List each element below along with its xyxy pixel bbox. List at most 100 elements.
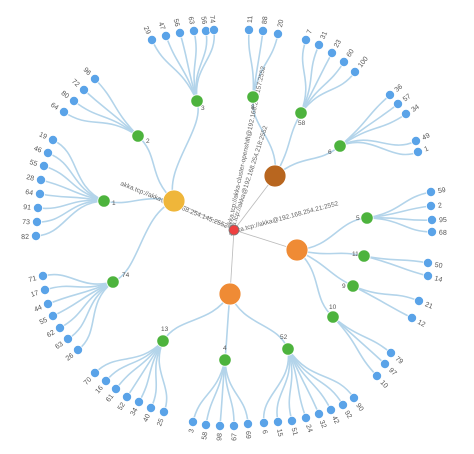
leaf-node[interactable] xyxy=(146,35,157,46)
leaf-node[interactable] xyxy=(326,48,337,59)
leaf-node[interactable] xyxy=(48,310,59,321)
leaf-node[interactable] xyxy=(160,30,171,41)
leaf-node[interactable] xyxy=(188,25,199,36)
leaf-node[interactable] xyxy=(111,383,122,394)
leaf-node[interactable] xyxy=(228,420,239,431)
leaf-node[interactable] xyxy=(73,344,84,355)
leaf-node[interactable] xyxy=(325,404,336,415)
leaf-node[interactable] xyxy=(242,418,253,429)
cluster-host-node[interactable] xyxy=(285,238,309,262)
leaf-node[interactable] xyxy=(313,40,324,51)
leaf-node[interactable] xyxy=(413,295,424,306)
leaf-node[interactable] xyxy=(174,27,185,38)
actor-group-node[interactable] xyxy=(97,194,111,208)
leaf-node[interactable] xyxy=(272,28,283,39)
mid-leaf-link xyxy=(366,205,432,219)
leaf-node[interactable] xyxy=(425,200,436,211)
actor-group-node[interactable] xyxy=(246,90,260,104)
leaf-node[interactable] xyxy=(32,216,43,227)
leaf-node[interactable] xyxy=(371,370,382,381)
actor-group-node[interactable] xyxy=(156,334,170,348)
cluster-host-node[interactable] xyxy=(218,282,242,306)
cluster-root-node[interactable] xyxy=(228,224,240,236)
leaf-node[interactable] xyxy=(79,85,90,96)
mid-leaf-link xyxy=(339,139,417,147)
leaf-node[interactable] xyxy=(243,24,254,35)
leaf-node[interactable] xyxy=(406,312,417,323)
leaf-node[interactable] xyxy=(422,270,433,281)
actor-group-node[interactable] xyxy=(346,279,360,293)
leaf-label: 100 xyxy=(357,56,370,70)
mid-leaf-link xyxy=(352,285,413,319)
leaf-node[interactable] xyxy=(258,417,269,428)
actor-group-node[interactable] xyxy=(281,342,295,356)
leaf-node[interactable] xyxy=(426,214,437,225)
leaf-node[interactable] xyxy=(313,408,324,419)
leaf-node[interactable] xyxy=(187,416,198,427)
leaf-node[interactable] xyxy=(400,109,411,120)
leaf-node[interactable] xyxy=(158,406,169,417)
leaf-node[interactable] xyxy=(422,257,433,268)
actor-group-node[interactable] xyxy=(333,139,347,153)
leaf-node[interactable] xyxy=(200,419,211,430)
host-mid-link xyxy=(171,100,199,202)
leaf-node[interactable] xyxy=(55,322,66,333)
leaf-node[interactable] xyxy=(385,347,396,358)
leaf-node[interactable] xyxy=(90,367,101,378)
leaf-node[interactable] xyxy=(101,375,112,386)
leaf-node[interactable] xyxy=(36,174,47,185)
leaf-node[interactable] xyxy=(33,202,44,213)
leaf-node[interactable] xyxy=(425,186,436,197)
leaf-node[interactable] xyxy=(69,96,80,107)
leaf-node[interactable] xyxy=(257,25,268,36)
leaf-node[interactable] xyxy=(286,415,297,426)
mid-leaf-link xyxy=(73,100,139,137)
actor-group-node[interactable] xyxy=(218,353,232,367)
actor-group-node[interactable] xyxy=(190,94,204,108)
leaf-node[interactable] xyxy=(43,147,54,158)
leaf-node[interactable] xyxy=(410,135,421,146)
leaf-node[interactable] xyxy=(338,57,349,68)
leaf-node[interactable] xyxy=(272,416,283,427)
leaf-label: 59 xyxy=(437,187,446,195)
actor-group-node[interactable] xyxy=(131,129,145,143)
actor-group-node[interactable] xyxy=(357,249,371,263)
cluster-host-node[interactable] xyxy=(263,164,287,188)
leaf-node[interactable] xyxy=(300,35,311,46)
leaf-node[interactable] xyxy=(208,24,219,35)
leaf-node[interactable] xyxy=(426,226,437,237)
leaf-node[interactable] xyxy=(214,420,225,431)
mid-leaf-link xyxy=(276,348,291,423)
leaf-node[interactable] xyxy=(133,396,144,407)
cluster-host-node[interactable] xyxy=(162,189,186,213)
leaf-node[interactable] xyxy=(379,358,390,369)
leaf-node[interactable] xyxy=(63,333,74,344)
leaf-node[interactable] xyxy=(48,134,59,145)
actor-group-node[interactable] xyxy=(360,211,374,225)
leaf-node[interactable] xyxy=(145,402,156,413)
leaf-node[interactable] xyxy=(412,146,423,157)
leaf-node[interactable] xyxy=(40,284,51,295)
leaf-node[interactable] xyxy=(38,270,49,281)
leaf-node[interactable] xyxy=(59,107,70,118)
mid-leaf-link xyxy=(151,39,198,102)
leaf-node[interactable] xyxy=(35,188,46,199)
leaf-node[interactable] xyxy=(300,412,311,423)
leaf-node[interactable] xyxy=(384,90,395,101)
leaf-node[interactable] xyxy=(43,298,54,309)
leaf-node[interactable] xyxy=(90,74,101,85)
leaf-node[interactable] xyxy=(337,399,348,410)
leaf-node[interactable] xyxy=(122,391,133,402)
leaf-node[interactable] xyxy=(39,160,50,171)
actor-group-node[interactable] xyxy=(294,106,308,120)
actor-group-label: 9 xyxy=(342,283,346,290)
leaf-node[interactable] xyxy=(392,99,403,110)
actor-group-node[interactable] xyxy=(326,310,340,324)
leaf-label: 25 xyxy=(156,417,165,427)
leaf-node[interactable] xyxy=(30,230,41,241)
leaf-label: 63 xyxy=(186,16,195,25)
tree-nodes xyxy=(30,24,437,431)
leaf-node[interactable] xyxy=(348,392,359,403)
leaf-node[interactable] xyxy=(349,67,360,78)
actor-group-node[interactable] xyxy=(106,275,120,289)
